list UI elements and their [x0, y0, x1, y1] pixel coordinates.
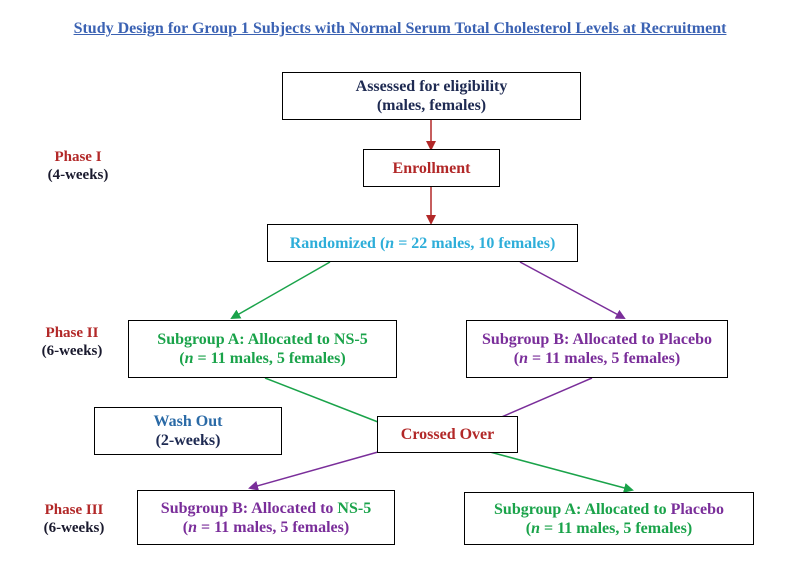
randomized-prefix: Randomized (	[289, 234, 386, 252]
sub-b-placebo-open-paren: (	[513, 350, 520, 367]
phase-1-name: Phase I	[54, 149, 102, 165]
phase-2-name: Phase II	[45, 325, 99, 341]
enrollment-label: Enrollment	[392, 159, 471, 177]
phase-1-label: Phase I (4-weeks)	[28, 148, 128, 184]
washout-line1: Wash Out	[153, 413, 223, 430]
sub-a-placebo-line1: Subgroup A: Allocated to Placebo	[494, 500, 724, 519]
sub-b-ns5-open-paren: (	[182, 518, 189, 536]
sub-b-ns5-n: n	[188, 518, 198, 536]
sub-a-placebo-line1-a: Subgroup A: Allocated to	[494, 500, 671, 518]
sub-b-ns5-line1-b: NS-5	[337, 499, 372, 517]
crossed-label: Crossed Over	[400, 426, 495, 443]
sub-a-ns5-line1: Subgroup A: Allocated to NS-5	[157, 331, 368, 348]
phase-3-label: Phase III (6-weeks)	[24, 501, 124, 537]
sub-b-placebo-line1: Subgroup B: Allocated to Placebo	[482, 331, 712, 348]
washout-line2: (2-weeks)	[155, 432, 221, 449]
box-wash-out: Wash Out (2-weeks)	[94, 407, 282, 455]
sub-a-ns5-open-paren: (	[179, 350, 185, 367]
sub-b-ns5-line1: Subgroup B: Allocated to NS-5	[161, 499, 371, 518]
arrow-crossed-to-subgroup-b-ns5	[248, 451, 379, 491]
phase-1-duration: (4-weeks)	[47, 167, 109, 183]
arrow-crossed-to-subgroup-a-placebo	[489, 451, 634, 493]
sub-a-ns5-line2: (n = 11 males, 5 females)	[179, 349, 345, 368]
phase-3-duration: (6-weeks)	[43, 520, 105, 536]
sub-b-placebo-n: n	[519, 350, 529, 367]
box-enrollment: Enrollment	[363, 149, 500, 187]
phase-2-duration: (6-weeks)	[41, 343, 103, 359]
arrow-randomized-to-subgroup-a	[230, 261, 331, 319]
sub-a-placebo-rest: = 11 males, 5 females)	[540, 519, 693, 537]
randomized-n: n	[385, 234, 395, 252]
randomized-rest: = 22 males, 10 females)	[394, 234, 556, 252]
phase-3-name: Phase III	[44, 502, 104, 518]
sub-b-placebo-line2: (n = 11 males, 5 females)	[514, 349, 680, 368]
line-subgroup-b-to-crossed	[489, 377, 593, 423]
box-subgroup-a-ns5: Subgroup A: Allocated to NS-5 (n = 11 ma…	[128, 320, 397, 378]
sub-a-placebo-open-paren: (	[525, 519, 532, 537]
assessed-line2: (males, females)	[376, 97, 487, 114]
arrow-randomized-to-subgroup-b	[519, 261, 626, 319]
box-subgroup-b-placebo: Subgroup B: Allocated to Placebo (n = 11…	[466, 320, 728, 378]
assessed-line1: Assessed for eligibility	[355, 78, 508, 95]
box-randomized: Randomized (n = 22 males, 10 females)	[267, 224, 578, 262]
sub-b-ns5-line1-a: Subgroup B: Allocated to	[160, 499, 338, 517]
line-subgroup-a-to-crossed	[264, 377, 379, 423]
sub-b-ns5-line2: (n = 11 males, 5 females)	[183, 518, 349, 537]
box-subgroup-b-ns5: Subgroup B: Allocated to NS-5 (n = 11 ma…	[137, 490, 395, 545]
randomized-text: Randomized (n = 22 males, 10 females)	[290, 234, 556, 253]
phase-2-label: Phase II (6-weeks)	[22, 324, 122, 360]
sub-a-placebo-n: n	[531, 519, 541, 537]
sub-a-placebo-line1-b: Placebo	[670, 500, 724, 518]
sub-b-ns5-rest: = 11 males, 5 females)	[197, 518, 350, 536]
sub-a-placebo-line2: (n = 11 males, 5 females)	[526, 519, 692, 538]
box-subgroup-a-placebo: Subgroup A: Allocated to Placebo (n = 11…	[464, 492, 754, 545]
sub-a-ns5-rest: = 11 males, 5 females)	[193, 350, 346, 367]
sub-b-placebo-rest: = 11 males, 5 females)	[528, 350, 681, 367]
box-crossed-over: Crossed Over	[377, 416, 518, 453]
box-assessed-eligibility: Assessed for eligibility (males, females…	[282, 72, 581, 120]
diagram-title: Study Design for Group 1 Subjects with N…	[73, 20, 727, 37]
sub-a-ns5-n: n	[184, 350, 194, 367]
